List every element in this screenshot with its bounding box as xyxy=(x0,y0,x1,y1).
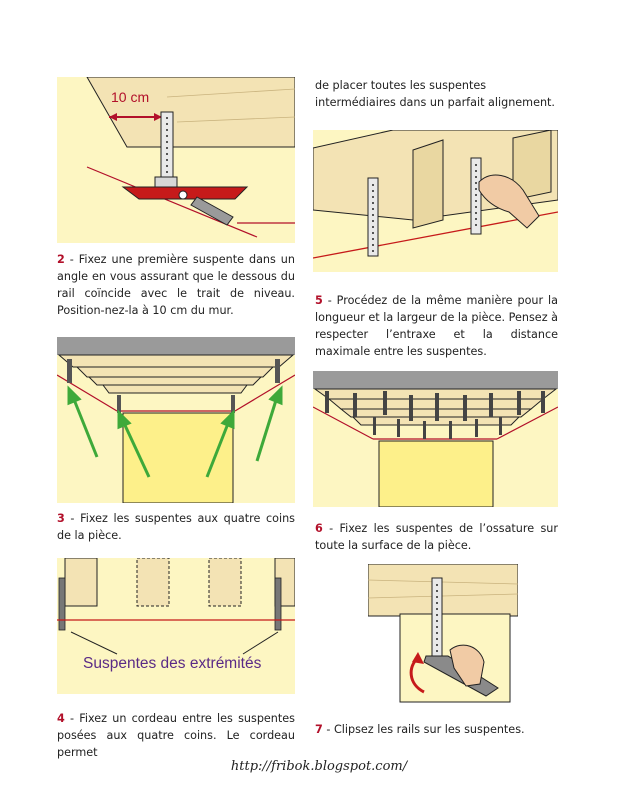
caption-text: de placer toutes les suspentes intermédi… xyxy=(315,79,555,109)
illustration-panel-7 xyxy=(368,564,518,704)
step-number: 2 xyxy=(57,253,65,266)
caption-text: - Fixez un cordeau entre les suspentes p… xyxy=(57,712,295,759)
distance-label: 10 cm xyxy=(111,89,150,105)
caption-step-6: 6 - Fixez les suspentes de l’ossature su… xyxy=(315,520,558,554)
step-number: 4 xyxy=(57,712,65,725)
step-number: 3 xyxy=(57,512,65,525)
illustration-panel-5 xyxy=(313,130,558,272)
step-number: 7 xyxy=(315,723,323,736)
caption-text: - Fixez les suspentes aux quatre coins d… xyxy=(57,512,295,542)
caption-step-3: 3 - Fixez les suspentes aux quatre coins… xyxy=(57,510,295,544)
illustration-panel-6 xyxy=(313,371,558,507)
caption-text: - Fixez les suspentes de l’ossature sur … xyxy=(315,522,558,552)
step-number: 5 xyxy=(315,294,323,307)
caption-text: - Fixez une première suspente dans un an… xyxy=(57,253,295,317)
illustration-panel-2: 10 cm xyxy=(57,77,295,243)
caption-text: - Procédez de la même manière pour la lo… xyxy=(315,294,558,358)
illustration-panel-4: Suspentes des extrémités xyxy=(57,558,295,694)
caption-text: - Clipsez les rails sur les suspentes. xyxy=(322,723,525,736)
caption-step-5: 5 - Procédez de la même manière pour la … xyxy=(315,292,558,360)
step-number: 6 xyxy=(315,522,323,535)
footer-url: http://fribok.blogspot.com/ xyxy=(230,759,408,774)
caption-step-2: 2 - Fixez une première suspente dans un … xyxy=(57,251,295,319)
caption-step-4-continued: de placer toutes les suspentes intermédi… xyxy=(315,77,558,111)
caption-step-4: 4 - Fixez un cordeau entre les suspentes… xyxy=(57,710,295,761)
suspentes-extremites-label: Suspentes des extrémités xyxy=(83,655,262,672)
caption-step-7: 7 - Clipsez les rails sur les suspentes. xyxy=(315,721,558,738)
illustration-panel-3 xyxy=(57,337,295,503)
